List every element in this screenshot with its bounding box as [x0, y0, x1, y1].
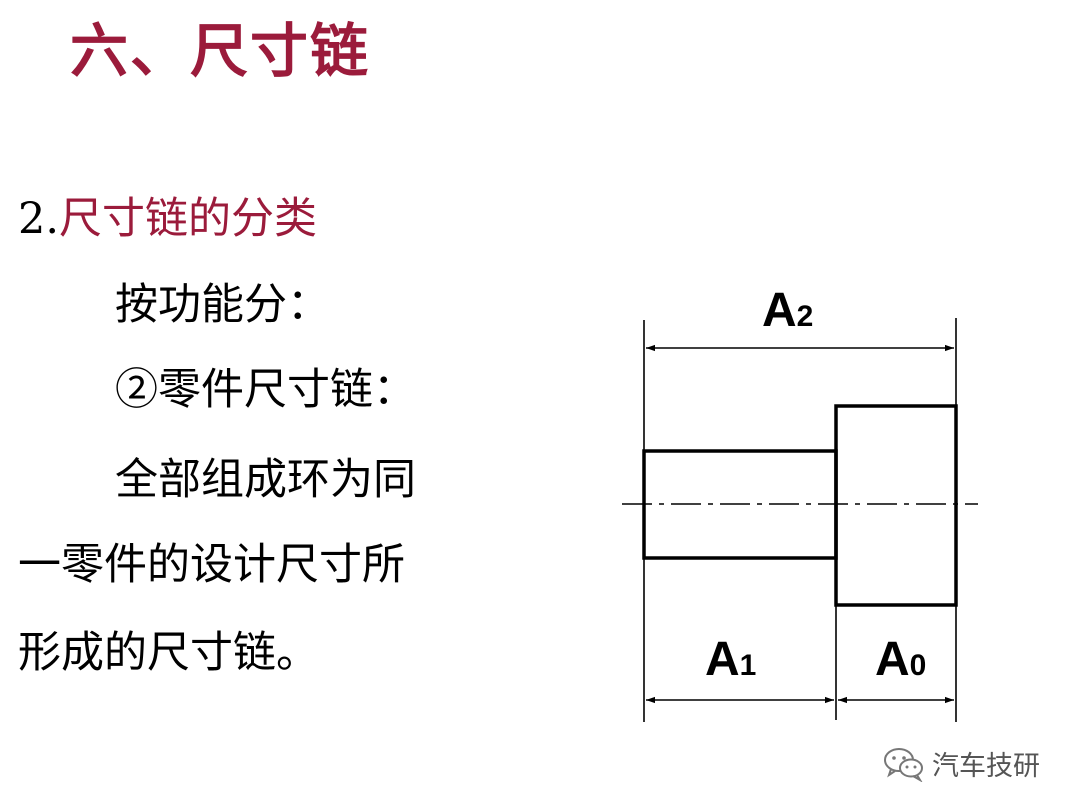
- text-line-definition-1: 全部组成环为同: [115, 455, 416, 505]
- text-line-part-chain: ②零件尺寸链：: [115, 365, 416, 415]
- section-title: 尺寸链的分类: [59, 194, 318, 244]
- page-title: 六、尺寸链: [70, 17, 371, 85]
- label-a0: A0: [875, 633, 926, 686]
- text-line-definition-2: 一零件的设计尺寸所: [18, 540, 405, 590]
- large-diameter-section: [834, 404, 958, 607]
- section-heading: 2.尺寸链的分类: [18, 194, 317, 246]
- text-line-definition-3: 形成的尺寸链。: [18, 628, 319, 678]
- watermark: 汽车技研: [882, 744, 1040, 783]
- watermark-text: 汽车技研: [932, 751, 1040, 782]
- text-line-classification: 按功能分：: [115, 280, 330, 330]
- label-a2: A2: [762, 284, 813, 337]
- wechat-icon: [884, 747, 923, 782]
- section-number: 2.: [18, 194, 60, 244]
- label-a1: A1: [705, 633, 756, 686]
